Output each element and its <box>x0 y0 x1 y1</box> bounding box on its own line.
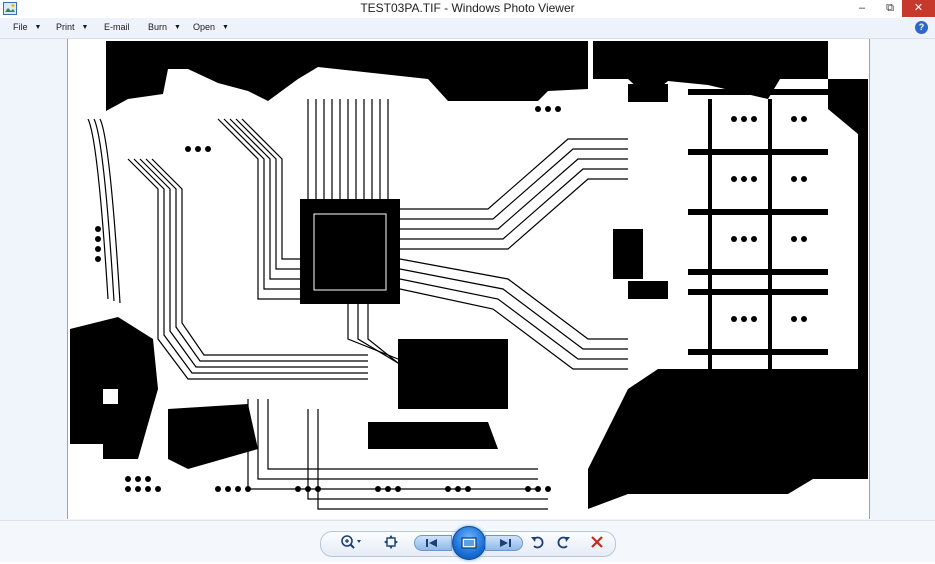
menu-bar: File ▼ Print ▼ E-mail Burn ▼ Open ▼ ? <box>0 18 935 39</box>
help-icon[interactable]: ? <box>915 21 928 34</box>
image-viewer-area <box>0 39 935 520</box>
photo-viewer-app-icon <box>3 2 17 15</box>
slideshow-button[interactable] <box>452 526 486 560</box>
slideshow-icon <box>461 537 477 549</box>
window-title: TEST03PA.TIF - Windows Photo Viewer <box>360 1 575 15</box>
delete-icon[interactable] <box>589 534 605 550</box>
minimize-button[interactable]: – <box>858 2 866 14</box>
chevron-down-icon: ▼ <box>81 24 89 31</box>
menu-email-label: E-mail <box>104 22 130 32</box>
menu-print-label: Print <box>56 22 75 32</box>
menu-file[interactable]: File ▼ <box>13 22 41 32</box>
menu-burn[interactable]: Burn ▼ <box>148 22 181 32</box>
menu-burn-label: Burn <box>148 22 168 32</box>
rotate-clockwise-icon[interactable] <box>555 534 571 550</box>
title-bar: TEST03PA.TIF - Windows Photo Viewer – ⧉ … <box>0 0 935 19</box>
chevron-down-icon: ▼ <box>34 24 42 31</box>
chevron-down-icon: ▼ <box>174 24 181 31</box>
pcb-artwork <box>68 39 869 519</box>
next-button[interactable] <box>485 535 523 551</box>
zoom-icon[interactable] <box>340 534 364 550</box>
close-button[interactable]: ✕ <box>902 0 935 17</box>
chevron-down-icon: ▼ <box>222 24 229 31</box>
restore-button[interactable]: ⧉ <box>886 2 894 14</box>
previous-button[interactable] <box>414 535 452 551</box>
next-icon <box>500 539 511 547</box>
rotate-counterclockwise-icon[interactable] <box>530 534 546 550</box>
menu-print[interactable]: Print ▼ <box>56 22 88 32</box>
actual-size-icon[interactable] <box>383 534 399 550</box>
menu-open[interactable]: Open ▼ <box>193 22 229 32</box>
previous-icon <box>426 539 437 547</box>
menu-file-label: File <box>13 22 28 32</box>
menu-email[interactable]: E-mail <box>104 22 130 32</box>
menu-open-label: Open <box>193 22 216 32</box>
control-bar <box>0 520 935 562</box>
displayed-image[interactable] <box>67 39 870 519</box>
